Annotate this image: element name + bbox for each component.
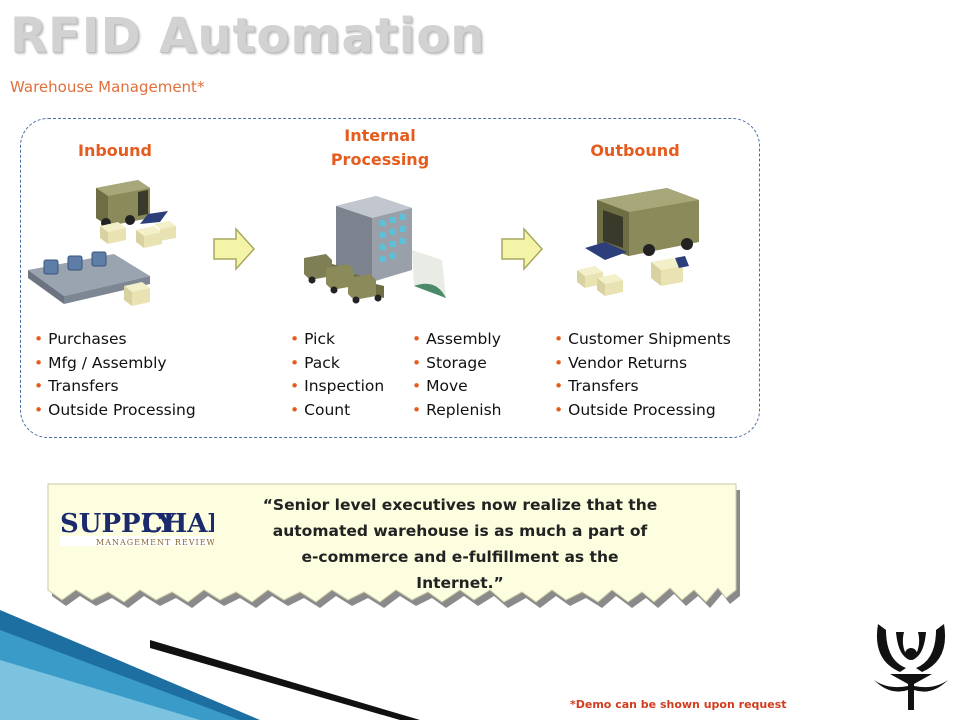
truck-fleet	[304, 254, 384, 304]
inbound-boxes-icon	[100, 221, 176, 248]
list-item: Pack	[290, 352, 384, 376]
warehouse-building-icon	[304, 196, 446, 304]
flow-arrow-icon	[213, 227, 256, 271]
inbound-truck-icon	[96, 180, 168, 228]
internal-list-right: Assembly Storage Move Replenish	[412, 328, 501, 422]
conveyor-belt-icon	[28, 251, 150, 306]
svg-text:SUPPLY: SUPPLY	[60, 509, 176, 539]
torn-paper-background	[47, 483, 740, 608]
list-item: Pick	[290, 328, 384, 352]
inbound-list: Purchases Mfg / Assembly Transfers Outsi…	[34, 328, 196, 422]
internal-processing-header: Internal Processing	[310, 124, 450, 172]
process-flow-panel	[20, 118, 760, 438]
list-item: Customer Shipments	[554, 328, 731, 352]
list-item: Outside Processing	[34, 399, 196, 423]
outbound-list: Customer Shipments Vendor Returns Transf…	[554, 328, 731, 422]
list-item: Replenish	[412, 399, 501, 423]
list-item: Mfg / Assembly	[34, 352, 196, 376]
company-logo	[874, 624, 948, 710]
quote-line: Internet.”	[416, 574, 504, 592]
outbound-truck-icon	[577, 188, 699, 296]
quote-line: “Senior level executives now realize tha…	[262, 496, 658, 514]
list-item: Transfers	[554, 375, 731, 399]
flow-arrow-icon	[501, 227, 544, 271]
svg-text:CHAIN: CHAIN	[142, 509, 214, 539]
svg-text:MANAGEMENT REVIEW: MANAGEMENT REVIEW	[96, 538, 214, 547]
internal-header-line1: Internal	[344, 126, 416, 145]
list-item: Assembly	[412, 328, 501, 352]
footnote: *Demo can be shown upon request	[570, 698, 787, 711]
drums	[43, 251, 107, 275]
list-item: Inspection	[290, 375, 384, 399]
internal-header-line2: Processing	[330, 150, 430, 169]
list-item: Transfers	[34, 375, 196, 399]
list-item: Move	[412, 375, 501, 399]
list-item: Storage	[412, 352, 501, 376]
list-item: Count	[290, 399, 384, 423]
list-item: Vendor Returns	[554, 352, 731, 376]
list-item: Purchases	[34, 328, 196, 352]
executive-quote: “Senior level executives now realize tha…	[220, 492, 700, 596]
list-item: Outside Processing	[554, 399, 731, 423]
corner-swoosh-decoration	[0, 610, 420, 720]
quote-card: SUPPLY CHAIN MANAGEMENT REVIEW “Senior l…	[42, 474, 742, 624]
quote-line: e-commerce and e-fulfillment as the	[301, 548, 619, 566]
outbound-header: Outbound	[590, 141, 680, 160]
inbound-header: Inbound	[77, 141, 153, 160]
quote-line: automated warehouse is as much a part of	[272, 522, 648, 540]
slide-subtitle: Warehouse Management*	[10, 78, 205, 96]
slide-title: RFID Automation	[10, 8, 486, 64]
outbound-boxes	[577, 256, 689, 296]
supply-chain-logo: SUPPLY CHAIN MANAGEMENT REVIEW	[60, 509, 214, 547]
internal-list-left: Pick Pack Inspection Count	[290, 328, 384, 422]
